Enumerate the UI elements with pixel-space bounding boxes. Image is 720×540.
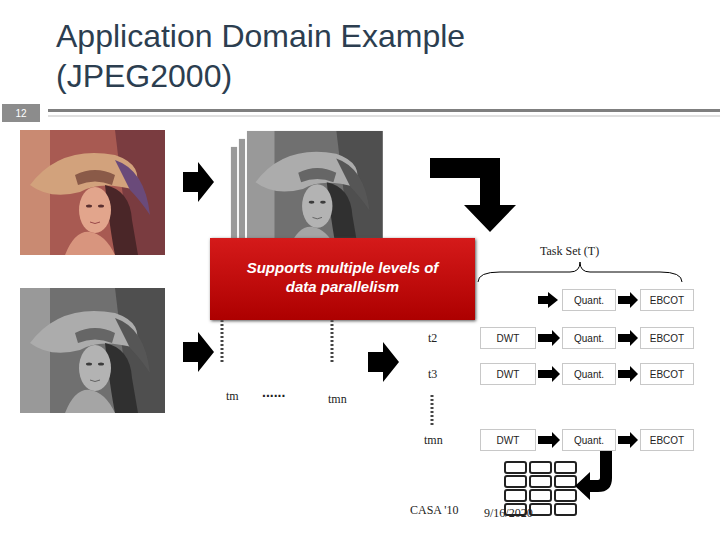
task-label: tmn	[424, 433, 443, 448]
decor-shape	[530, 476, 551, 487]
flow-arrow	[538, 432, 560, 448]
task-label: tm	[226, 389, 239, 404]
node-text: DWT	[497, 333, 520, 344]
decor-shape	[246, 130, 384, 249]
block-arrow	[368, 342, 399, 382]
process-box: DWT	[480, 327, 536, 349]
task-label: t3	[428, 367, 437, 382]
flow-arrow	[618, 432, 638, 448]
decor-shape	[555, 504, 576, 515]
process-box: EBCOT	[640, 289, 694, 311]
block-arrow	[538, 292, 558, 308]
ellipsis: ......	[262, 384, 285, 400]
set-label: Task Set (T)	[540, 244, 599, 259]
block-arrow	[183, 162, 214, 202]
process-box: EBCOT	[640, 327, 694, 349]
footer-date: 9/16/2020	[484, 506, 533, 521]
decor-shape	[555, 462, 576, 473]
process-box: Quant.	[562, 363, 616, 385]
decor-shape	[246, 130, 384, 249]
node-text: EBCOT	[650, 369, 684, 380]
flow-arrow	[538, 366, 560, 382]
gray-image	[20, 288, 165, 413]
gray-image	[246, 130, 384, 249]
decor-shape	[505, 462, 526, 473]
dotted-line	[221, 320, 224, 362]
block-arrow	[183, 332, 214, 372]
slide-number: 12	[2, 104, 40, 122]
node-text: Supports multiple levels of data paralle…	[240, 258, 445, 296]
process-box: EBCOT	[640, 363, 694, 385]
node-text: Quant.	[574, 333, 604, 344]
task-label: t2	[428, 331, 437, 346]
decor-shape	[505, 490, 526, 501]
process-box: Quant.	[562, 289, 616, 311]
node-text: EBCOT	[650, 435, 684, 446]
flow-arrow	[538, 330, 560, 346]
decor-shape	[530, 504, 551, 515]
flow-arrow	[618, 330, 638, 346]
decor-shape	[530, 490, 551, 501]
node-text: DWT	[497, 369, 520, 380]
node-text: 12	[15, 108, 26, 119]
process-box: DWT	[480, 363, 536, 385]
decor-shape	[505, 476, 526, 487]
callout-box: Supports multiple levels of data paralle…	[210, 238, 475, 320]
node-text: EBCOT	[650, 295, 684, 306]
footer-text: CASA '10	[410, 503, 459, 518]
slide-title: Application Domain Example (JPEG2000)	[56, 16, 536, 96]
decor-shape	[555, 490, 576, 501]
flow-arrow	[618, 292, 638, 308]
node-text: DWT	[497, 435, 520, 446]
brace	[478, 262, 682, 282]
bent-arrow	[430, 158, 516, 232]
color-image	[20, 130, 165, 255]
process-box: DWT	[480, 429, 536, 451]
process-box: EBCOT	[640, 429, 694, 451]
decor-shape	[20, 288, 165, 413]
process-box: Quant.	[562, 429, 616, 451]
decor-shape	[555, 476, 576, 487]
flow-arrow	[618, 366, 638, 382]
dotted-line	[331, 320, 334, 362]
decor-shape	[530, 462, 551, 473]
node-text: Quant.	[574, 369, 604, 380]
node-text: Quant.	[574, 435, 604, 446]
title-rule	[48, 116, 720, 117]
process-box: Quant.	[562, 327, 616, 349]
title-rule	[48, 109, 720, 112]
node-text: Quant.	[574, 295, 604, 306]
dotted-line	[431, 395, 434, 425]
task-label: tmn	[328, 392, 347, 407]
node-text: EBCOT	[650, 333, 684, 344]
